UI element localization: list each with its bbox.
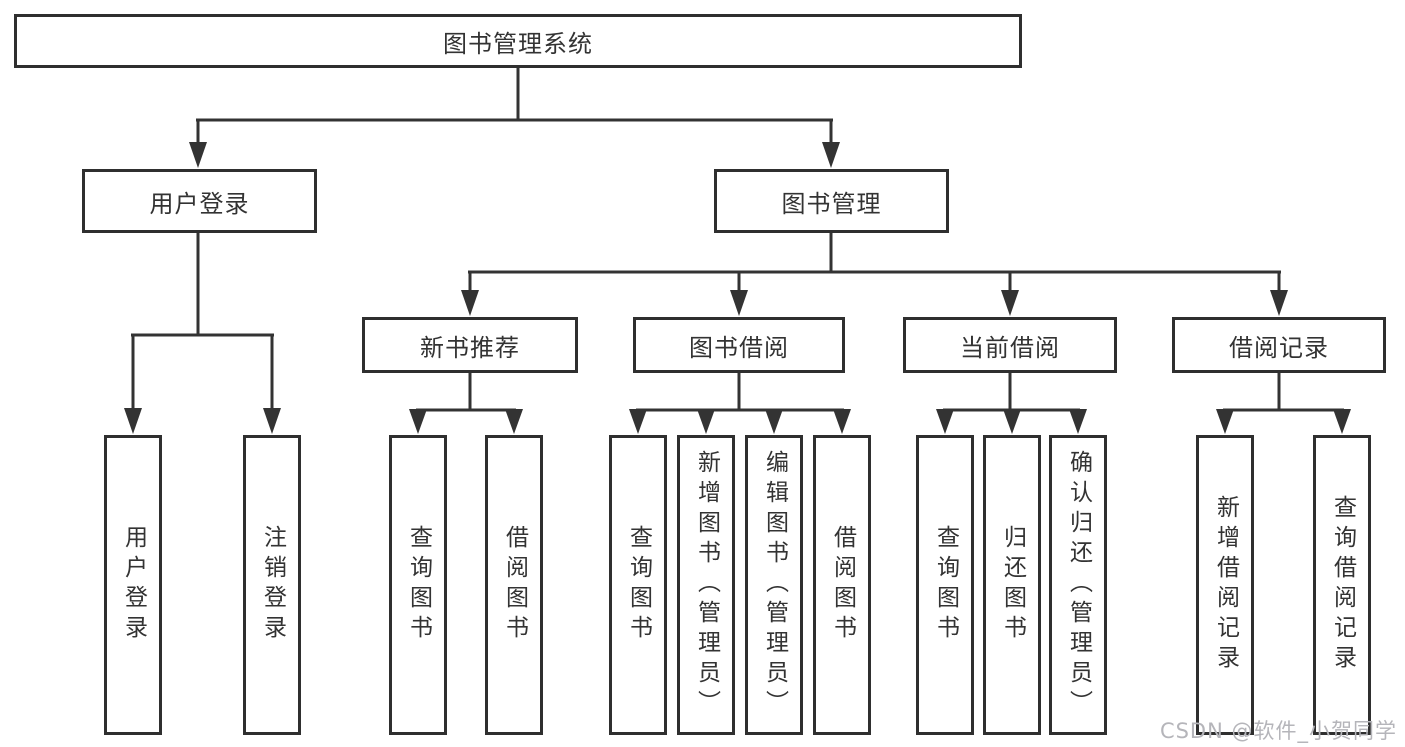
leaf-user-login: 用户登录 [104,435,162,735]
leaf-label: 借阅图书 [501,525,528,645]
node-root: 图书管理系统 [14,14,1022,68]
leaf-add-borrow-record: 新增借阅记录 [1196,435,1254,735]
connector-book-borrow-branch [629,373,851,434]
node-book-borrow: 图书借阅 [633,317,845,373]
connector-root-to-level2 [189,68,840,168]
leaf-label: 编辑图书（管理员） [761,450,788,720]
leaf-add-book-admin: 新增图书（管理员） [677,435,735,735]
leaf-query-borrow-record: 查询借阅记录 [1313,435,1371,735]
leaf-label: 新增借阅记录 [1212,495,1239,675]
node-current-borrow: 当前借阅 [903,317,1117,373]
leaf-query-books-current: 查询图书 [916,435,974,735]
leaf-label: 查询图书 [405,525,432,645]
connector-current-borrow-branch [936,373,1087,434]
leaf-label: 注销登录 [259,525,286,645]
leaf-label: 借阅图书 [829,525,856,645]
leaf-label: 归还图书 [999,525,1026,645]
connector-user-login-branch [124,232,281,434]
leaf-borrow-books-recommend: 借阅图书 [485,435,543,735]
csdn-watermark: CSDN @软件_小贺同学 [1159,719,1397,743]
connector-new-book-recommend-branch [409,373,523,434]
node-user-login: 用户登录 [82,169,317,233]
node-book-management: 图书管理 [714,169,949,233]
connector-borrow-records-branch [1216,373,1351,434]
leaf-query-books-recommend: 查询图书 [389,435,447,735]
leaf-confirm-return-admin: 确认归还（管理员） [1049,435,1107,735]
leaf-label: 确认归还（管理员） [1065,450,1092,720]
leaf-label: 用户登录 [120,525,147,645]
node-new-book-recommend: 新书推荐 [362,317,578,373]
leaf-label: 新增图书（管理员） [693,450,720,720]
leaf-label: 查询图书 [932,525,959,645]
leaf-logout: 注销登录 [243,435,301,735]
node-borrow-records: 借阅记录 [1172,317,1386,373]
leaf-query-books-borrow: 查询图书 [609,435,667,735]
leaf-return-book: 归还图书 [983,435,1041,735]
leaf-borrow-books: 借阅图书 [813,435,871,735]
leaf-label: 查询图书 [625,525,652,645]
leaf-edit-book-admin: 编辑图书（管理员） [745,435,803,735]
leaf-label: 查询借阅记录 [1329,495,1356,675]
connector-book-management-branch [461,232,1288,316]
